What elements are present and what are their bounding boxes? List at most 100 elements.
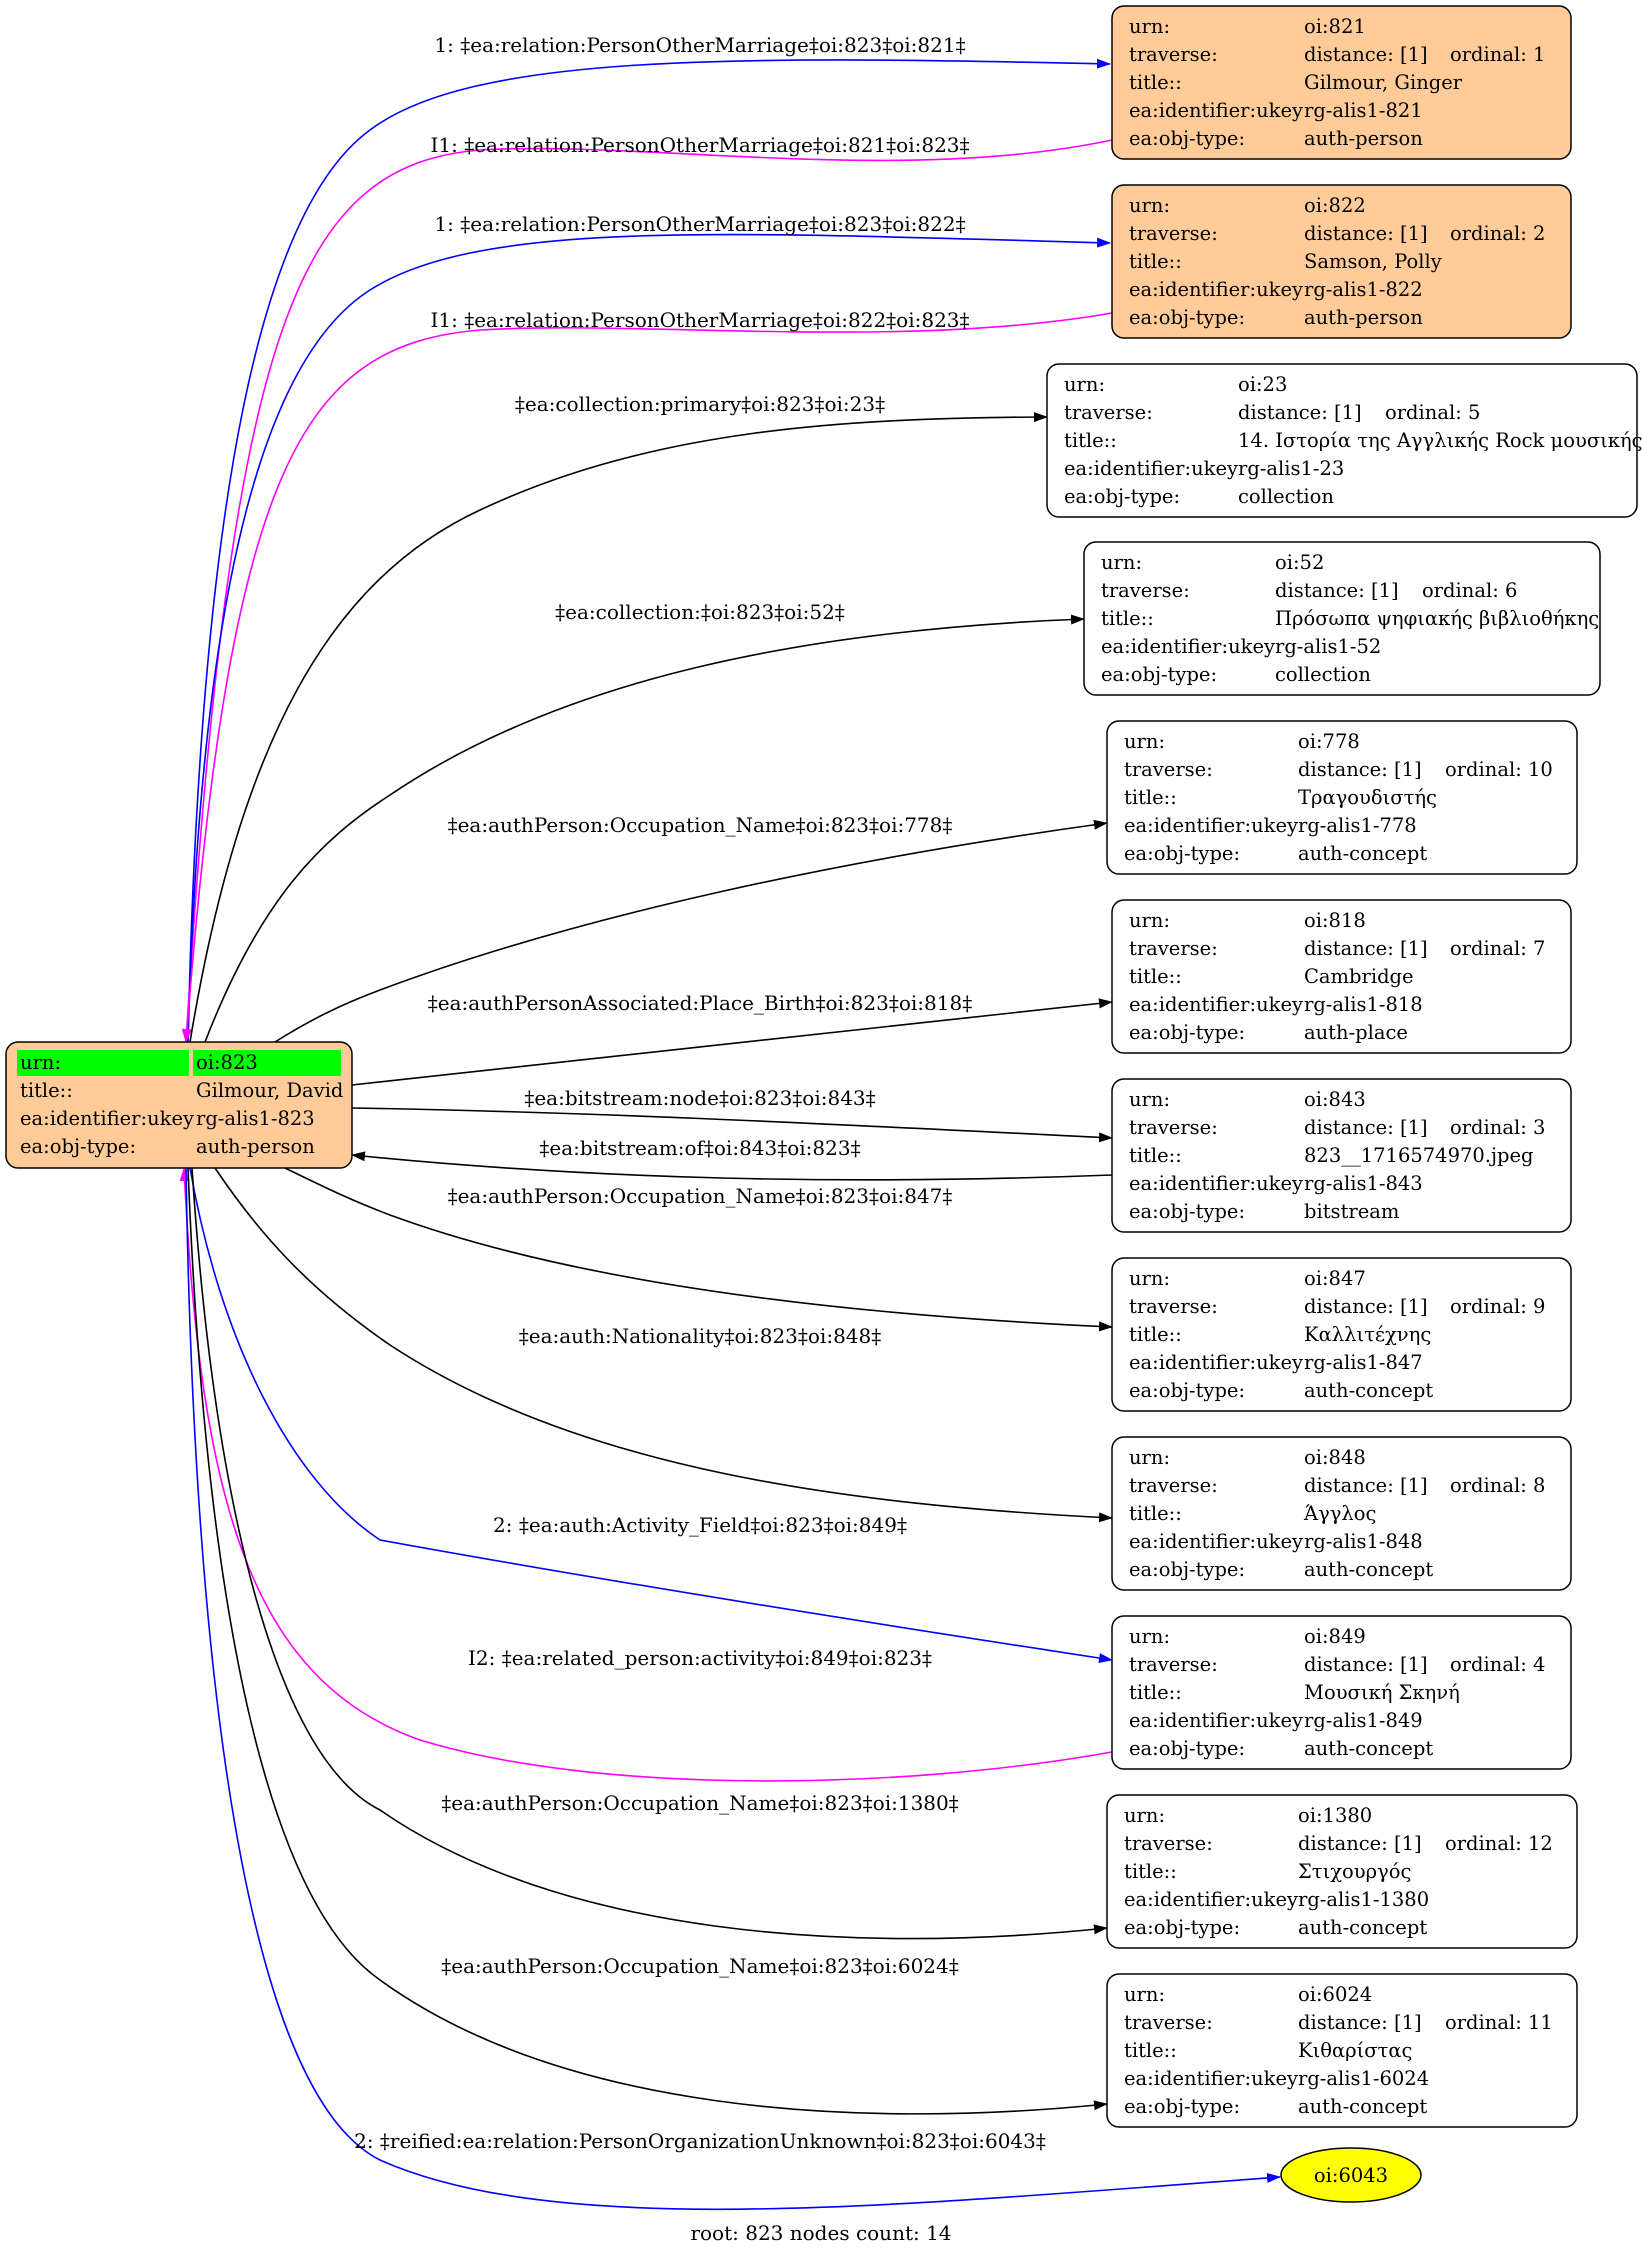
node-row-value: distance: [1] bbox=[1304, 43, 1428, 66]
node-row-value: distance: [1] bbox=[1304, 1653, 1428, 1676]
node-row-key: ea:identifier:ukey bbox=[1129, 278, 1303, 301]
node-row-ordinal: ordinal: 7 bbox=[1450, 937, 1545, 960]
node-row-key: urn: bbox=[1129, 1267, 1170, 1290]
node-row-value: oi:23 bbox=[1238, 373, 1287, 396]
node-row-value: distance: [1] bbox=[1304, 1116, 1428, 1139]
node-row-key: ea:obj-type: bbox=[1129, 1379, 1245, 1402]
edge-label: ‡ea:authPerson:Occupation_Name‡oi:823‡oi… bbox=[448, 813, 953, 837]
node-row-value: distance: [1] bbox=[1298, 1832, 1422, 1855]
node-row-ordinal: ordinal: 4 bbox=[1450, 1653, 1545, 1676]
root-row-value: Gilmour, David bbox=[196, 1079, 343, 1102]
edge-label: I2: ‡ea:related_person:activity‡oi:849‡o… bbox=[468, 1646, 932, 1670]
node-row-key: traverse: bbox=[1129, 1116, 1218, 1139]
node-row-value: oi:848 bbox=[1304, 1446, 1366, 1469]
node-row-key: title:: bbox=[1129, 71, 1182, 94]
node-oi-23-box bbox=[1046, 363, 1638, 518]
node-row-key: ea:obj-type: bbox=[1129, 1021, 1245, 1044]
node-row-key: ea:obj-type: bbox=[1129, 1737, 1245, 1760]
node-row-value: Cambridge bbox=[1304, 965, 1414, 988]
node-row-key: traverse: bbox=[1064, 401, 1153, 424]
node-row-key: ea:identifier:ukey bbox=[1129, 1530, 1303, 1553]
node-row-key: title:: bbox=[1129, 965, 1182, 988]
node-row-value: rg-alis1-23 bbox=[1238, 457, 1344, 480]
node-row-value: distance: [1] bbox=[1304, 1295, 1428, 1318]
node-row-value: auth-concept bbox=[1304, 1379, 1433, 1402]
node-row-value: rg-alis1-1380 bbox=[1298, 1888, 1429, 1911]
edge-822-823 bbox=[182, 312, 1113, 1043]
node-row-ordinal: ordinal: 3 bbox=[1450, 1116, 1545, 1139]
edge-823-847 bbox=[284, 1167, 1113, 1332]
node-row-ordinal: ordinal: 8 bbox=[1450, 1474, 1545, 1497]
node-row-key: ea:identifier:ukey bbox=[1129, 99, 1303, 122]
node-oi-818-box bbox=[1111, 899, 1572, 1054]
root-node[interactable]: urn: oi:823 title:: Gilmour, David ea:id… bbox=[5, 1041, 353, 1169]
node-row-key: urn: bbox=[1129, 1446, 1170, 1469]
root-row-key: ea:identifier:ukey bbox=[20, 1107, 194, 1130]
node-oi-6043[interactable]: oi:6043 bbox=[1280, 2147, 1422, 2203]
edge-label: ‡ea:bitstream:node‡oi:823‡oi:843‡ bbox=[524, 1086, 875, 1110]
edge-label: 1: ‡ea:relation:PersonOtherMarriage‡oi:8… bbox=[434, 33, 965, 57]
node-row-value: rg-alis1-822 bbox=[1304, 278, 1423, 301]
node-row-value: rg-alis1-6024 bbox=[1298, 2067, 1429, 2090]
node-row-key: traverse: bbox=[1129, 1295, 1218, 1318]
node-row-key: urn: bbox=[1124, 730, 1165, 753]
edge-823-843 bbox=[351, 1107, 1113, 1143]
edge-label: 2: ‡reified:ea:relation:PersonOrganizati… bbox=[354, 2129, 1046, 2153]
node-row-key: ea:identifier:ukey bbox=[1101, 635, 1275, 658]
edge-823-6043 bbox=[185, 1167, 1281, 2211]
node-row-key: title:: bbox=[1129, 1502, 1182, 1525]
node-row-value: bitstream bbox=[1304, 1200, 1399, 1223]
node-row-key: ea:identifier:ukey bbox=[1129, 1351, 1303, 1374]
node-row-key: ea:obj-type: bbox=[1101, 663, 1217, 686]
node-row-value: collection bbox=[1238, 485, 1334, 508]
edge-label: ‡ea:bitstream:of‡oi:843‡oi:823‡ bbox=[539, 1136, 860, 1160]
edge-823-1380 bbox=[191, 1167, 1108, 1940]
edge-label: I1: ‡ea:relation:PersonOtherMarriage‡oi:… bbox=[430, 308, 969, 332]
node-row-ordinal: ordinal: 9 bbox=[1450, 1295, 1545, 1318]
node-row-key: title:: bbox=[1129, 1323, 1182, 1346]
node-row-key: traverse: bbox=[1129, 1653, 1218, 1676]
node-row-value: oi:818 bbox=[1304, 909, 1366, 932]
node-row-key: title:: bbox=[1124, 2039, 1177, 2062]
node-row-key: title:: bbox=[1101, 607, 1154, 630]
node-row-value: rg-alis1-843 bbox=[1304, 1172, 1423, 1195]
edge-843-823 bbox=[351, 1151, 1113, 1181]
node-row-key: urn: bbox=[1129, 194, 1170, 217]
node-row-value: Samson, Polly bbox=[1304, 250, 1442, 273]
node-row-value: auth-concept bbox=[1298, 842, 1427, 865]
node-row-key: ea:obj-type: bbox=[1129, 306, 1245, 329]
node-row-value: auth-place bbox=[1304, 1021, 1408, 1044]
graph-caption: root: 823 nodes count: 14 bbox=[690, 2221, 951, 2245]
node-row-value: distance: [1] bbox=[1304, 222, 1428, 245]
node-oi-849-box bbox=[1111, 1615, 1572, 1770]
node-row-value: Στιχουργός bbox=[1298, 1860, 1411, 1883]
node-row-value: oi:843 bbox=[1304, 1088, 1366, 1111]
node-row-key: traverse: bbox=[1124, 758, 1213, 781]
node-row-value: oi:1380 bbox=[1298, 1804, 1372, 1827]
node-row-key: ea:obj-type: bbox=[1124, 842, 1240, 865]
node-row-key: traverse: bbox=[1129, 937, 1218, 960]
node-row-key: title:: bbox=[1124, 1860, 1177, 1883]
node-row-value: rg-alis1-849 bbox=[1304, 1709, 1423, 1732]
node-row-value: auth-concept bbox=[1298, 2095, 1427, 2118]
node-row-value: auth-concept bbox=[1298, 1916, 1427, 1939]
node-row-key: title:: bbox=[1064, 429, 1117, 452]
node-row-value: distance: [1] bbox=[1275, 579, 1399, 602]
node-row-key: ea:identifier:ukey bbox=[1124, 1888, 1298, 1911]
node-row-key: ea:identifier:ukey bbox=[1129, 993, 1303, 1016]
node-row-key: traverse: bbox=[1124, 1832, 1213, 1855]
root-row-value: rg-alis1-823 bbox=[196, 1107, 315, 1130]
